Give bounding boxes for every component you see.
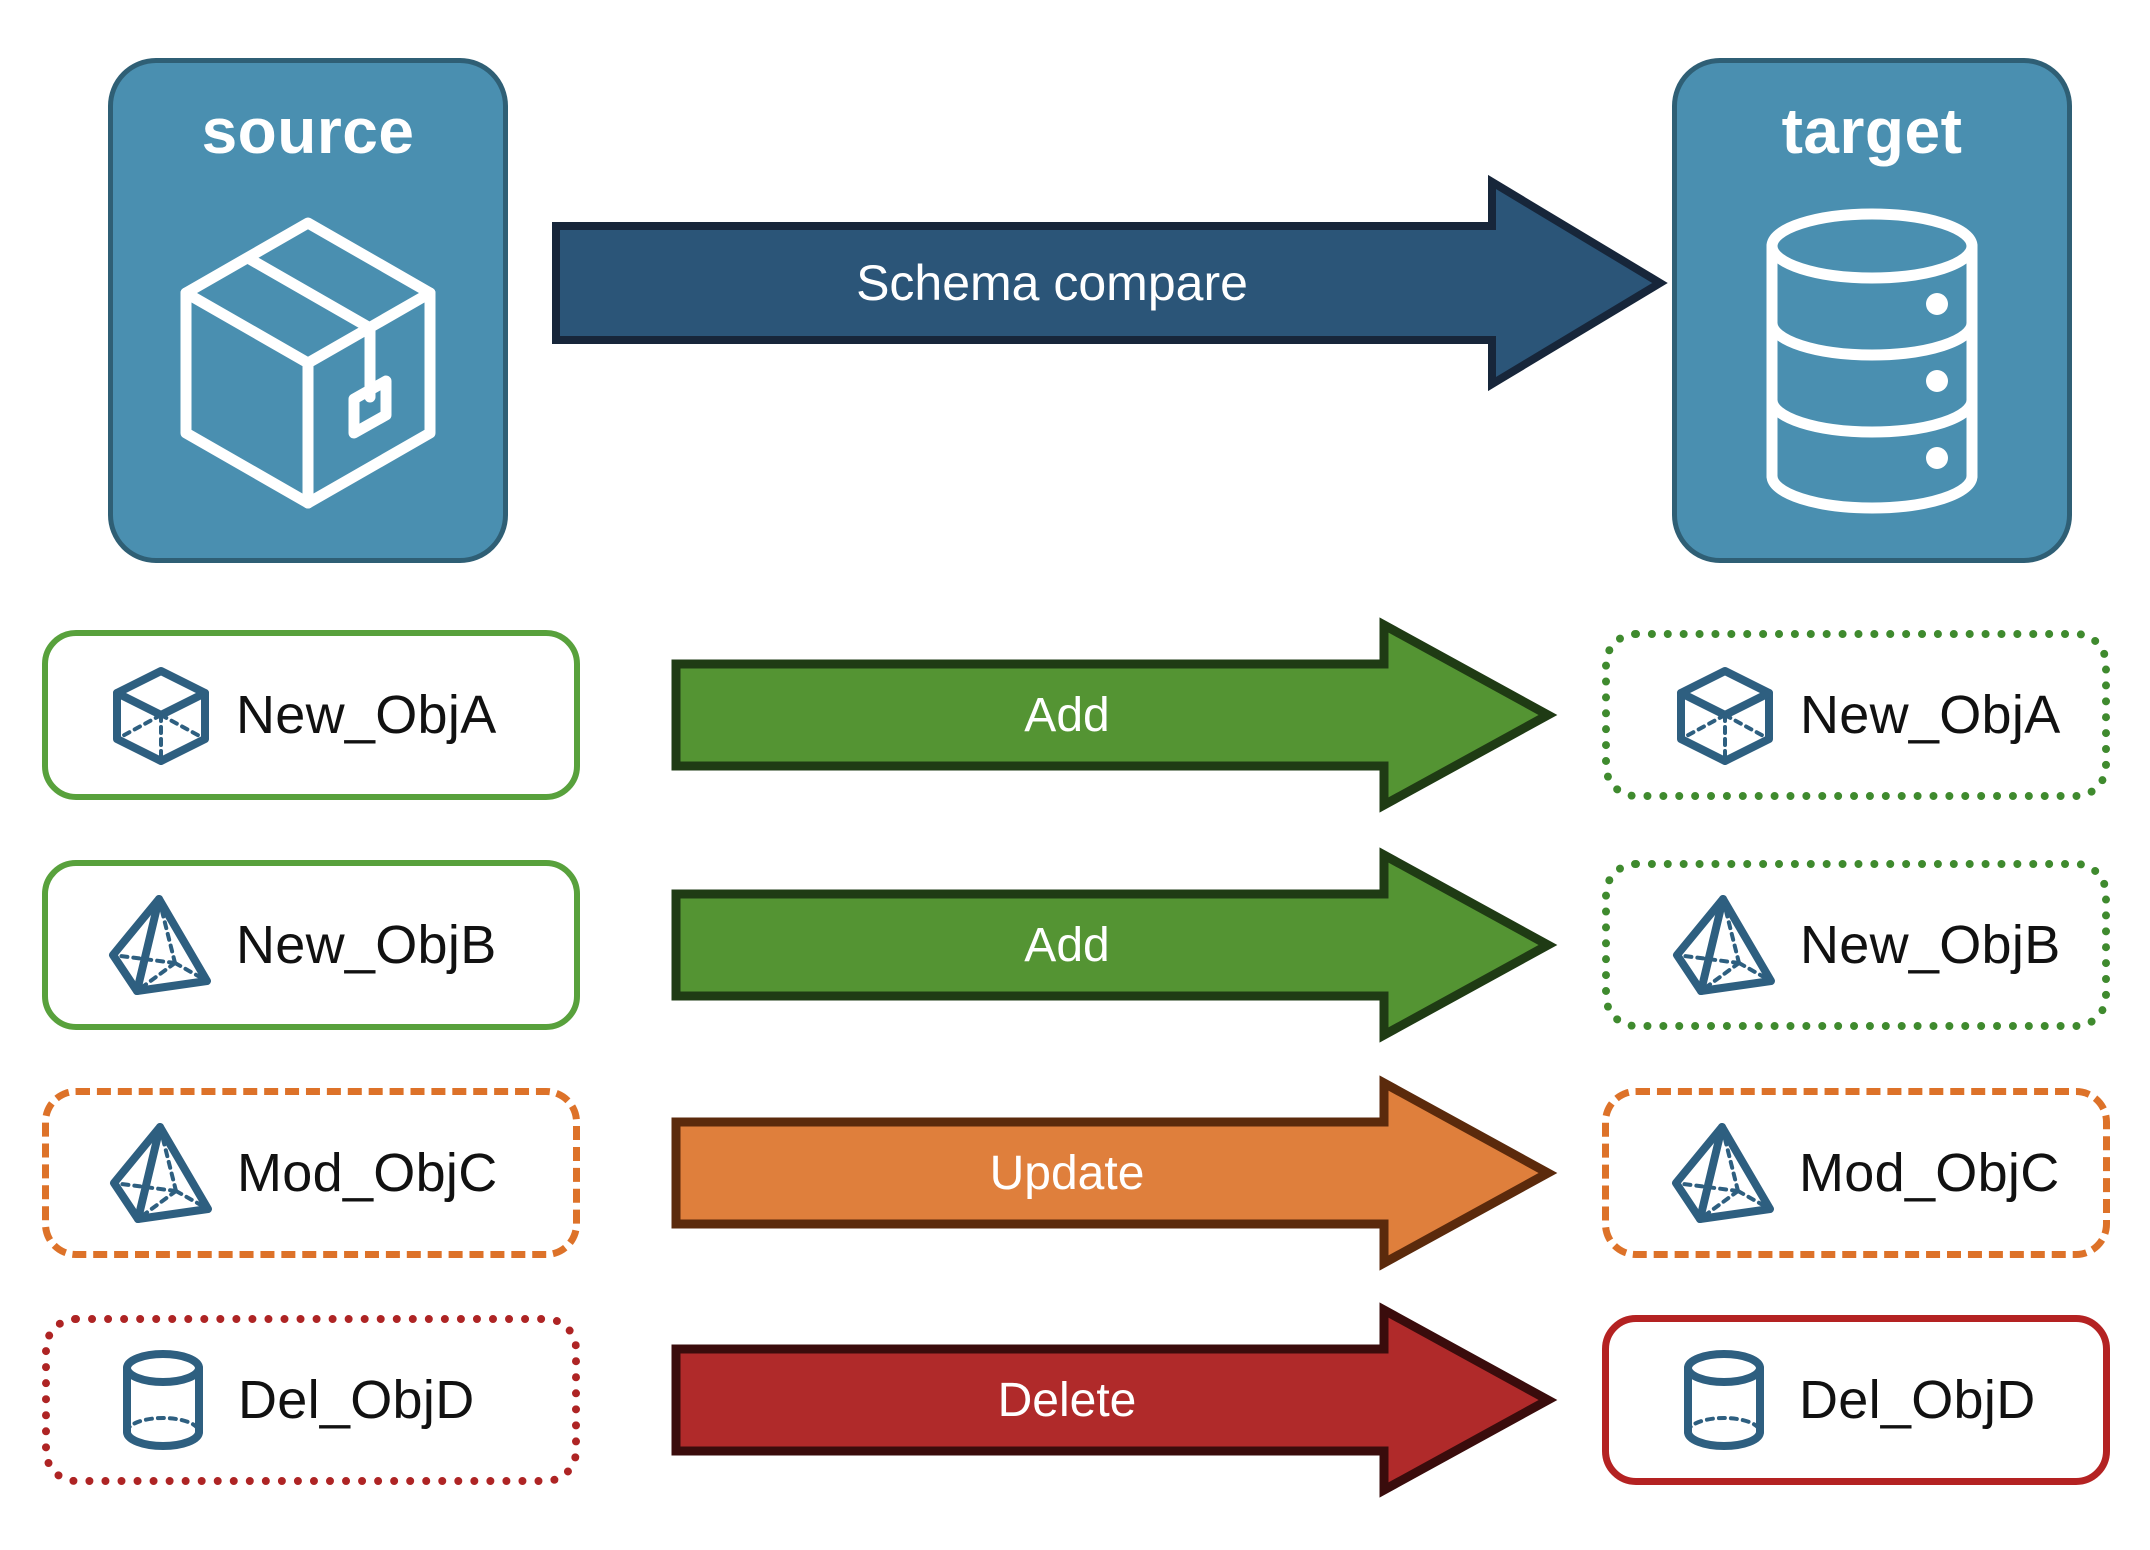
database-cylinder-icon <box>1677 163 2067 558</box>
wireframe-pyramid-icon <box>87 1121 237 1225</box>
target-caption: target <box>1781 95 1963 167</box>
target-object-box[interactable]: Mod_ObjC <box>1602 1088 2110 1258</box>
wireframe-pyramid-icon <box>86 893 236 997</box>
object-row: New_ObjB Add <box>0 847 2150 1043</box>
source-object-name: Del_ObjD <box>238 1370 475 1430</box>
package-box-icon <box>113 163 503 558</box>
add-arrow <box>671 847 1558 1043</box>
target-object-box[interactable]: New_ObjA <box>1602 630 2110 800</box>
source-endpoint-card: source <box>108 58 508 563</box>
source-object-box[interactable]: New_ObjA <box>42 630 580 800</box>
target-object-name: New_ObjA <box>1800 685 2061 745</box>
wireframe-cylinder-icon <box>88 1346 238 1454</box>
source-object-box[interactable]: Mod_ObjC <box>42 1088 580 1258</box>
target-object-box[interactable]: New_ObjB <box>1602 860 2110 1030</box>
wireframe-cube-icon <box>86 663 236 767</box>
schema-compare-arrow <box>552 174 1668 392</box>
wireframe-pyramid-icon <box>1650 893 1800 997</box>
source-object-name: New_ObjA <box>236 685 497 745</box>
target-object-box[interactable]: Del_ObjD <box>1602 1315 2110 1485</box>
target-object-name: New_ObjB <box>1800 915 2061 975</box>
delete-arrow <box>671 1302 1558 1498</box>
source-object-name: New_ObjB <box>236 915 497 975</box>
object-row: New_ObjA Add <box>0 617 2150 813</box>
update-arrow <box>671 1075 1558 1271</box>
target-object-name: Mod_ObjC <box>1799 1143 2060 1203</box>
source-object-box[interactable]: New_ObjB <box>42 860 580 1030</box>
source-object-box[interactable]: Del_ObjD <box>42 1315 580 1485</box>
source-object-name: Mod_ObjC <box>237 1143 498 1203</box>
add-arrow <box>671 617 1558 813</box>
target-endpoint-card: target <box>1672 58 2072 563</box>
wireframe-pyramid-icon <box>1649 1121 1799 1225</box>
source-caption: source <box>201 95 415 167</box>
wireframe-cylinder-icon <box>1649 1346 1799 1454</box>
object-row: Mod_ObjC Update <box>0 1075 2150 1271</box>
wireframe-cube-icon <box>1650 663 1800 767</box>
object-row: Del_ObjD Delete Del_ObjD <box>0 1302 2150 1498</box>
target-object-name: Del_ObjD <box>1799 1370 2036 1430</box>
